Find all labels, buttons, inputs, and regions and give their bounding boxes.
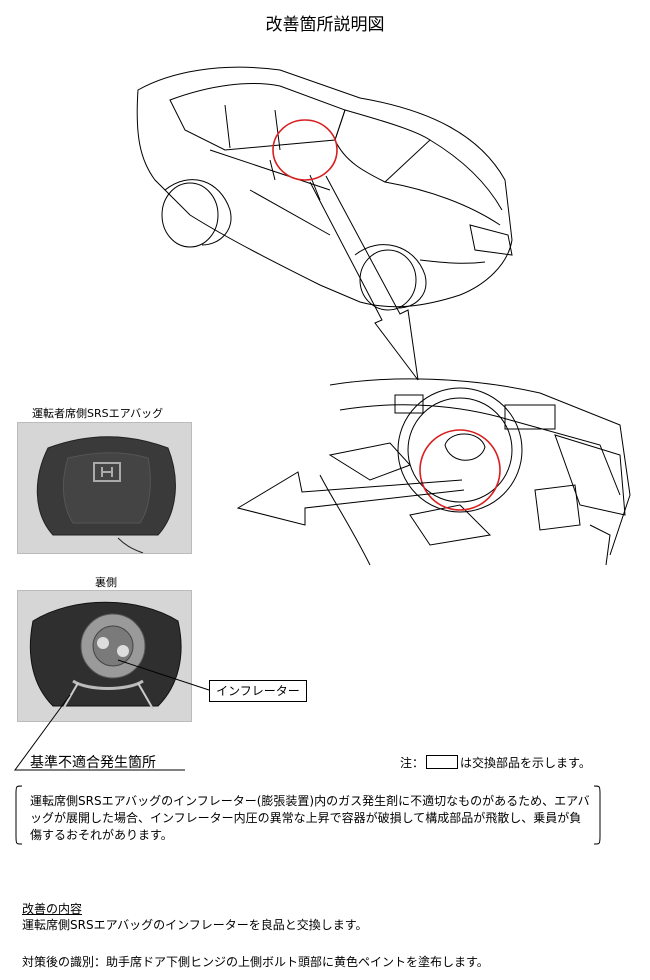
legend-note: 注： は交換部品を示します。 <box>400 754 591 771</box>
defect-description: 運転席側SRSエアバッグのインフレーター(膨張装置)内のガス発生剤に不適切なもの… <box>30 794 590 842</box>
improvement-heading: 改善の内容 <box>22 902 83 916</box>
note-suffix: は交換部品を示します。 <box>460 756 591 770</box>
car-illustration <box>136 66 513 311</box>
nonconformity-label: 基準不適合発生箇所 <box>30 755 156 771</box>
inflator-label: インフレーター <box>209 680 307 702</box>
dashboard-illustration <box>319 378 631 566</box>
improvement-text: 運転席側SRSエアバッグのインフレーターを良品と交換します。 <box>22 918 368 932</box>
pointer-arrow <box>309 175 419 381</box>
front-airbag-label: 運転者席側SRSエアバッグ <box>32 407 164 420</box>
page-title: 改善箇所説明図 <box>265 15 385 35</box>
leader-lines <box>14 659 210 771</box>
replacement-part-legend-box <box>426 755 459 769</box>
airbag-back-photo <box>17 590 192 722</box>
back-side-label: 裏側 <box>95 576 117 589</box>
airbag-front-photo <box>17 422 192 554</box>
identification-text: 対策後の識別：助手席ドア下側ヒンジの上側ボルト頭部に黄色ペイントを塗布します。 <box>22 955 489 969</box>
description-bracket <box>15 785 601 845</box>
note-prefix: 注： <box>400 756 425 770</box>
left-arrow <box>236 471 465 526</box>
